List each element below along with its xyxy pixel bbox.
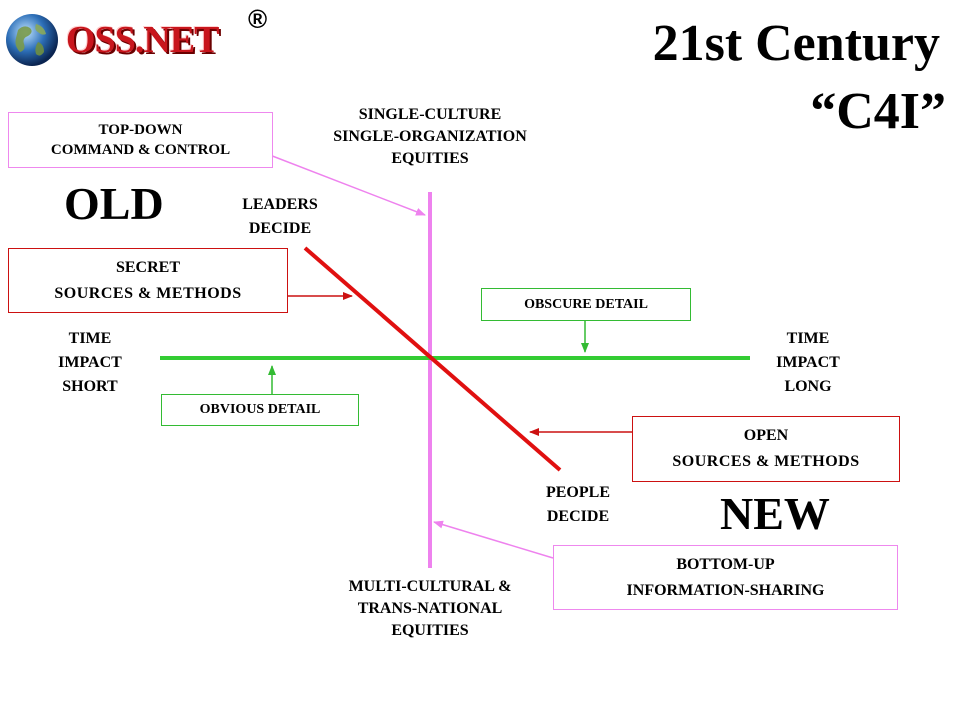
axis-right-line-1: TIME xyxy=(786,330,830,347)
obvious-detail-text: OBVIOUS DETAIL xyxy=(199,402,321,417)
axis-right-line-2: IMPACT xyxy=(776,354,840,371)
leaders-decide-line-1: LEADERS xyxy=(242,196,318,213)
diagonal-line xyxy=(303,246,562,472)
top-down-box-line-1: TOP-DOWN xyxy=(98,122,183,138)
open-box-line-1: OPEN xyxy=(743,427,789,444)
top-down-box-line-2: COMMAND & CONTROL xyxy=(50,142,231,158)
bottom-up-box-line-2: INFORMATION-SHARING xyxy=(626,581,825,599)
arrow-top-down xyxy=(261,151,426,216)
title-line-2: “C4I” xyxy=(810,83,946,140)
axis-bottom-line-3: EQUITIES xyxy=(391,622,469,639)
axis-top-line-1: SINGLE-CULTURE xyxy=(358,106,502,123)
people-decide-label: PEOPLE DECIDE xyxy=(518,481,638,529)
open-box-line-2: SOURCES & METHODS xyxy=(672,453,860,470)
top-down-box: TOP-DOWN COMMAND & CONTROL xyxy=(8,112,273,168)
bottom-up-box-line-1: BOTTOM-UP xyxy=(676,555,775,573)
axis-top-line-3: EQUITIES xyxy=(391,150,469,167)
axis-left-line-2: IMPACT xyxy=(58,354,122,371)
registered-mark: ® xyxy=(248,4,268,34)
obvious-detail-box: OBVIOUS DETAIL xyxy=(161,394,359,426)
axis-left-label: TIME IMPACT SHORT xyxy=(40,327,140,399)
axis-left-line-3: SHORT xyxy=(62,378,118,395)
axis-bottom-label: MULTI-CULTURAL & TRANS-NATIONAL EQUITIES xyxy=(290,576,570,642)
title-line-1: 21st Century xyxy=(652,15,940,72)
axis-right-line-3: LONG xyxy=(784,378,832,395)
axis-right-label: TIME IMPACT LONG xyxy=(758,327,858,399)
axis-left-line-1: TIME xyxy=(68,330,112,347)
obscure-detail-box: OBSCURE DETAIL xyxy=(481,288,691,321)
logo: OSS.NET ® xyxy=(4,4,284,70)
leaders-decide-label: LEADERS DECIDE xyxy=(220,193,340,241)
leaders-decide-line-2: DECIDE xyxy=(248,220,312,237)
globe-icon xyxy=(6,14,58,66)
secret-box-line-2: SOURCES & METHODS xyxy=(54,284,242,302)
axis-bottom-line-2: TRANS-NATIONAL xyxy=(357,600,503,617)
bottom-up-box: BOTTOM-UP INFORMATION-SHARING xyxy=(553,545,898,610)
axis-bottom-line-1: MULTI-CULTURAL & xyxy=(348,578,512,595)
era-old-label: OLD xyxy=(64,178,164,229)
era-new-label: NEW xyxy=(720,488,830,539)
axis-top-line-2: SINGLE-ORGANIZATION xyxy=(333,128,527,145)
secret-box: SECRET SOURCES & METHODS xyxy=(8,248,288,313)
people-decide-line-2: DECIDE xyxy=(546,508,610,525)
obscure-detail-text: OBSCURE DETAIL xyxy=(524,296,648,312)
arrow-bottom-up xyxy=(433,520,554,559)
open-box: OPEN SOURCES & METHODS xyxy=(632,416,900,482)
people-decide-line-1: PEOPLE xyxy=(545,484,610,501)
logo-text: OSS.NET xyxy=(66,19,219,61)
axis-top-label: SINGLE-CULTURE SINGLE-ORGANIZATION EQUIT… xyxy=(290,104,570,170)
secret-box-line-1: SECRET xyxy=(115,258,181,276)
